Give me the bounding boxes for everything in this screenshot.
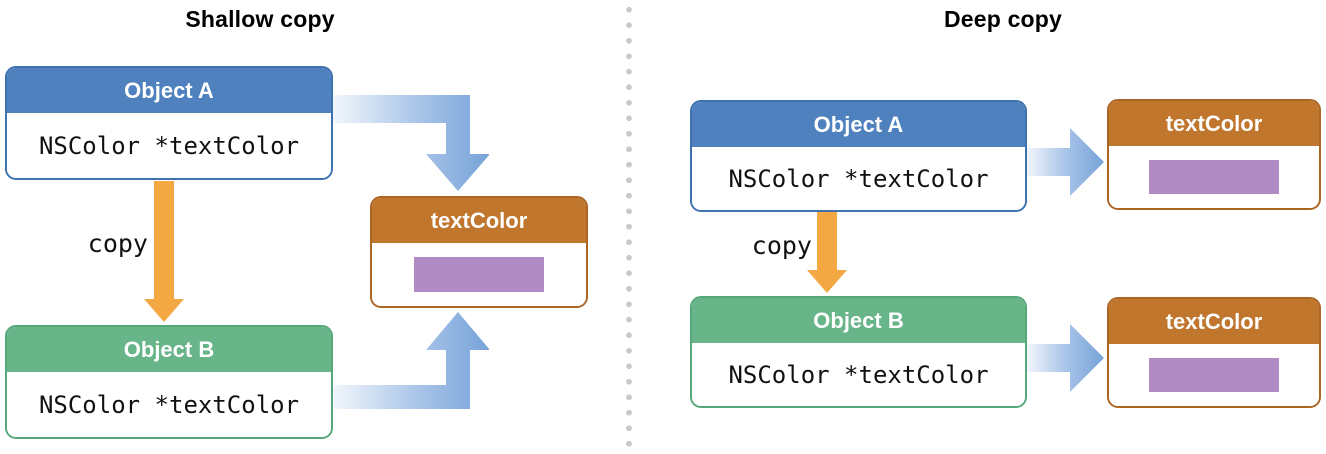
shallow-object-a-body: NSColor *textColor — [7, 113, 331, 178]
deep-textcolor-box-a: textColor — [1107, 99, 1321, 210]
shallow-object-b-box: Object B NSColor *textColor — [5, 325, 333, 439]
deep-textcolor-b-body — [1109, 344, 1319, 406]
deep-textcolor-a-body — [1109, 146, 1319, 208]
shallow-object-b-field: NSColor *textColor — [38, 390, 300, 419]
shallow-object-a-header: Object A — [7, 68, 331, 113]
panel-divider-dotted-line — [626, 2, 632, 452]
deep-object-a-field: NSColor *textColor — [728, 164, 989, 193]
deep-object-b-box: Object B NSColor *textColor — [690, 296, 1027, 408]
deep-pointer-arrow-a-to-textcolor — [1027, 128, 1104, 196]
shallow-textcolor-body — [372, 243, 586, 306]
shallow-pointer-arrow-a-to-textcolor — [333, 95, 489, 191]
deep-object-a-body: NSColor *textColor — [692, 147, 1025, 210]
shallow-copy-arrow-label: copy — [87, 229, 148, 258]
deep-copy-arrow-down — [807, 212, 847, 293]
shallow-copy-title: Shallow copy — [185, 6, 335, 32]
purple-color-swatch — [1149, 160, 1279, 194]
deep-object-b-header: Object B — [692, 298, 1025, 343]
shallow-object-b-header: Object B — [7, 327, 331, 372]
shallow-object-a-field: NSColor *textColor — [38, 131, 300, 160]
purple-color-swatch — [1149, 358, 1279, 392]
deep-copy-arrow-label: copy — [751, 231, 812, 260]
deep-textcolor-a-header: textColor — [1109, 101, 1319, 146]
deep-object-b-field: NSColor *textColor — [728, 360, 989, 389]
shallow-textcolor-header: textColor — [372, 198, 586, 243]
deep-object-a-header: Object A — [692, 102, 1025, 147]
shallow-copy-arrow-down — [144, 181, 184, 322]
deep-textcolor-b-header: textColor — [1109, 299, 1319, 344]
purple-color-swatch — [414, 257, 544, 292]
shallow-object-a-box: Object A NSColor *textColor — [5, 66, 333, 180]
deep-textcolor-box-b: textColor — [1107, 297, 1321, 408]
deep-object-a-box: Object A NSColor *textColor — [690, 100, 1027, 212]
deep-copy-title: Deep copy — [943, 6, 1063, 32]
shallow-textcolor-box: textColor — [370, 196, 588, 308]
deep-pointer-arrow-b-to-textcolor — [1027, 324, 1104, 392]
deep-object-b-body: NSColor *textColor — [692, 343, 1025, 406]
shallow-pointer-arrow-b-to-textcolor — [333, 312, 489, 409]
shallow-object-b-body: NSColor *textColor — [7, 372, 331, 437]
